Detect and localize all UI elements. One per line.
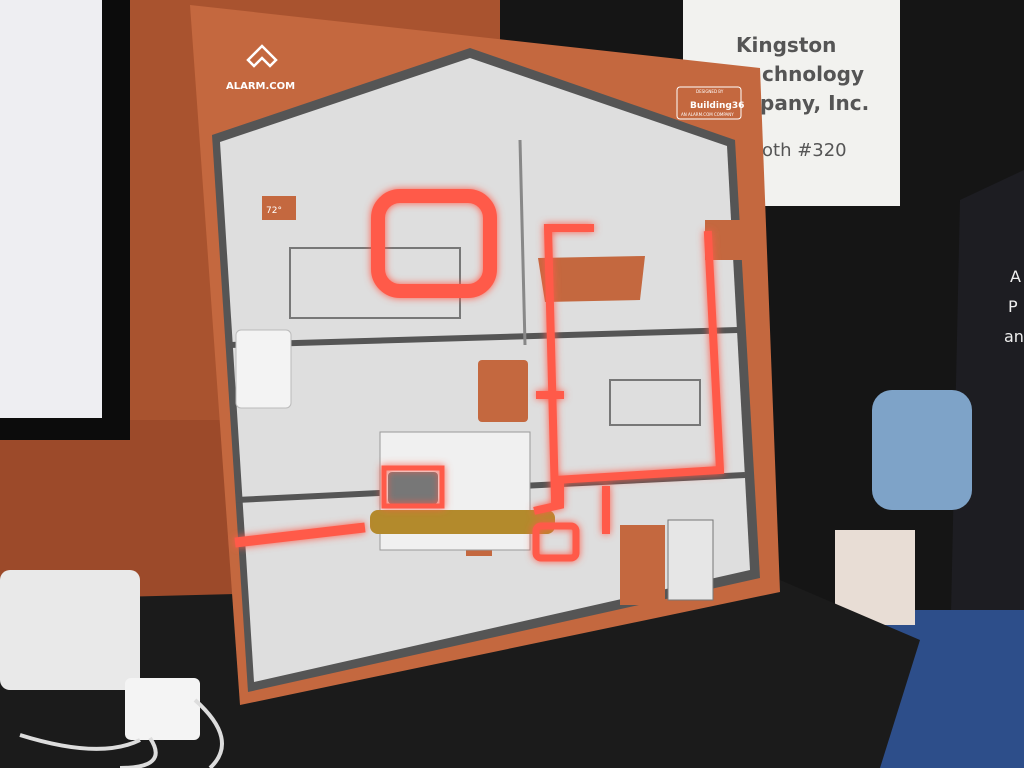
sign-line-4: oth #320 [762, 140, 847, 161]
glowing-pipes [234, 189, 725, 562]
cardboard-box [835, 530, 915, 625]
valve-actuator [388, 472, 438, 504]
wall-divider [518, 139, 527, 346]
banner-text-3: an [1004, 327, 1024, 346]
glow-pipe-bath [543, 224, 594, 505]
glow-pipe-main [533, 476, 564, 515]
sign-line-1: Kingston [736, 33, 836, 57]
bathtub [538, 256, 645, 302]
glow-valve [381, 465, 445, 509]
table [0, 580, 920, 768]
white-plug-device [125, 678, 200, 740]
denim-bag [872, 390, 972, 510]
building36-badge [676, 86, 742, 120]
roll-up-banner [950, 170, 1024, 660]
thermostat [262, 196, 296, 220]
partner-tagline-text: AN ALARM.COM COMPANY [681, 112, 734, 117]
sign-line-2: chnology [762, 62, 864, 86]
glow-ring-thermostat [371, 189, 497, 298]
tv-screen [0, 0, 102, 418]
building36-text: Building36 [690, 101, 744, 111]
dryer [667, 519, 714, 601]
washer [620, 525, 665, 605]
designed-by-text: DESIGNED BY [696, 89, 724, 94]
sign-line-3: pany, Inc. [760, 91, 869, 115]
banner-text-1: A [1010, 267, 1021, 286]
alarm-brand-text: ALARM.COM [226, 81, 295, 92]
floor-divider [229, 327, 739, 348]
alarm-logo-icon [246, 44, 278, 68]
fridge [478, 360, 528, 422]
thermostat-reading: 72° [266, 206, 282, 216]
white-hub-device [0, 570, 140, 690]
glow-pipe-inlet [234, 522, 366, 548]
hub-on-board [235, 329, 292, 409]
glow-ring-sensor [532, 522, 580, 562]
glow-pipe-toilet [550, 230, 725, 485]
banner-text-2: P [1008, 297, 1018, 316]
brass-valve [370, 510, 555, 534]
sofa [609, 379, 701, 426]
